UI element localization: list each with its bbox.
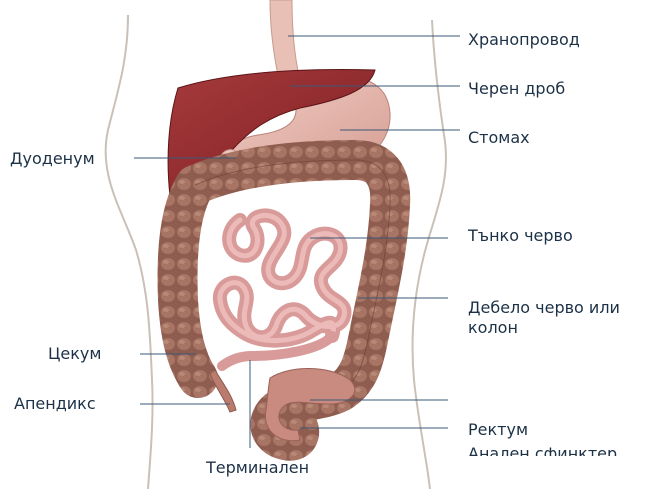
- label-rectum: Ректум: [468, 420, 528, 440]
- anal-sphincter-clip: Анален сфинктер: [440, 446, 657, 456]
- appendix-shape: [210, 370, 236, 412]
- label-duodenum: Дуоденум: [10, 149, 95, 169]
- label-stomach: Стомах: [468, 128, 530, 148]
- label-cecum: Цекум: [48, 344, 101, 364]
- label-small-intestine: Тънко черво: [468, 226, 573, 246]
- label-liver: Черен дроб: [468, 79, 565, 99]
- label-appendix: Апендикс: [14, 394, 96, 414]
- label-large-intestine: Дебело черво или колон: [468, 298, 653, 338]
- label-anal-sphincter: Анален сфинктер: [468, 446, 617, 456]
- label-terminal: Терминален: [206, 458, 309, 478]
- label-esophagus: Хранопровод: [468, 30, 580, 50]
